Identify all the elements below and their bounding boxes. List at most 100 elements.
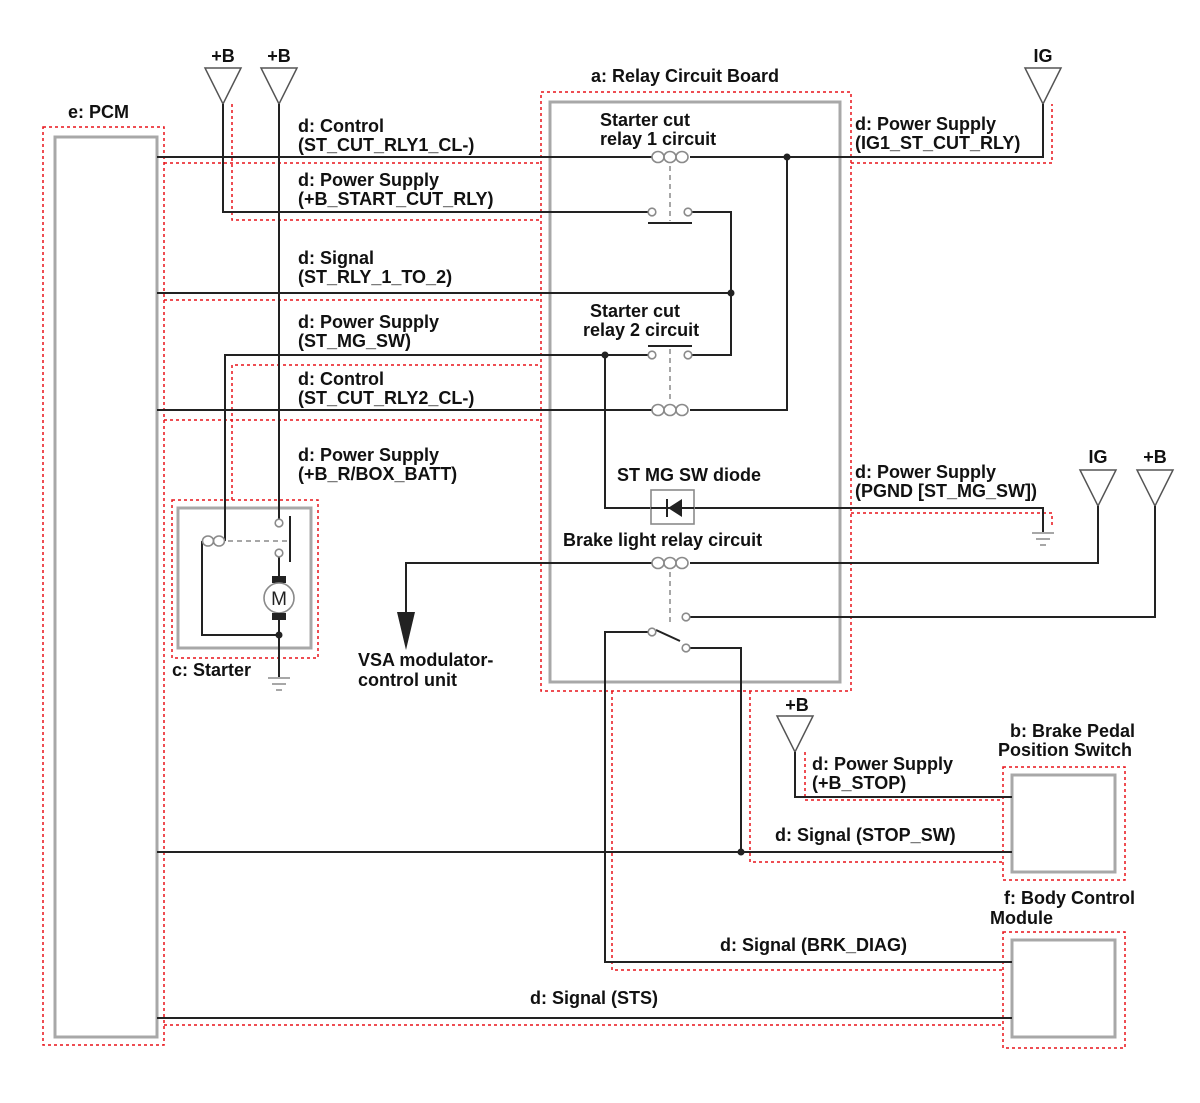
harness-brk-diag (611, 691, 1003, 971)
diode-label: ST MG SW diode (617, 465, 761, 485)
component-labels: a: Relay Circuit Board e: PCM c: Starter… (68, 66, 1135, 928)
wire-label-pgnd-st-mg-sw: (PGND [ST_MG_SW]) (855, 481, 1037, 501)
wire-label-st-rly-1-to-2: (ST_RLY_1_TO_2) (298, 267, 452, 287)
wire-label-b-stop: d: Power Supply (812, 754, 953, 774)
wire-diode-feed (604, 355, 651, 509)
brake-relay-coil-loop (675, 556, 689, 570)
harness-ig1-st-cut-rly (851, 104, 1053, 164)
wire-relay1-to-relay2 (692, 211, 732, 356)
brake-relay-terminal-lower (681, 643, 691, 653)
ig-2-icon (1078, 469, 1118, 508)
ground-symbols (268, 532, 1054, 691)
relay-board-box (548, 100, 842, 684)
harness-b-start-cut-rly (231, 104, 541, 221)
wire-label-b-start-cut-rly: (+B_START_CUT_RLY) (298, 189, 494, 209)
brake-pedal-switch-title: Position Switch (998, 740, 1132, 760)
motor-brush-bottom (272, 613, 286, 620)
pcm-box (53, 135, 159, 1039)
wire-label-st-cut-rly1-cl: (ST_CUT_RLY1_CL-) (298, 135, 474, 155)
wire-label-st-cut-rly2-cl: (ST_CUT_RLY2_CL-) (298, 388, 474, 408)
bcm-title: f: Body Control (1004, 888, 1135, 908)
ig-2-label: IG (1088, 447, 1107, 467)
vsa-unit-label: control unit (358, 670, 457, 690)
starter-terminal-upper (274, 518, 284, 528)
diode-symbol (650, 489, 695, 525)
brake-relay-blade (655, 629, 681, 642)
wire-label-st-cut-rly1-cl: d: Control (298, 116, 384, 136)
brake-relay-terminal-upper (681, 612, 691, 622)
junction-dot (727, 289, 735, 297)
power-source-symbols (203, 67, 1175, 754)
relay-board-labels: Starter cut relay 1 circuit Starter cut … (563, 110, 762, 550)
wire-pgnd-st-mg-sw (694, 507, 1044, 532)
wire-vsa-feed (405, 562, 652, 614)
harness-pgnd (851, 512, 1053, 528)
starter-harness-outline (171, 499, 319, 659)
junction-dot (783, 153, 791, 161)
wires (157, 104, 1156, 1019)
brake-light-relay-label: Brake light relay circuit (563, 530, 762, 550)
starter-title: c: Starter (172, 660, 251, 680)
relay2-terminal (647, 350, 657, 360)
wire-label-ig1-st-cut-rly: d: Power Supply (855, 114, 996, 134)
power-source-labels: +B +B IG IG +B +B (211, 46, 1167, 715)
relay1-terminal (683, 207, 693, 217)
relay2-label: relay 2 circuit (583, 320, 699, 340)
starter-ground-icon (268, 677, 290, 691)
b-plus-3-icon (1135, 469, 1175, 508)
wire-starter-coil-return (201, 541, 279, 636)
wire-brake-relay-to-stop-sw (690, 647, 742, 852)
bcm-title: Module (990, 908, 1053, 928)
wire-ig1-to-relay2-coil (690, 157, 788, 411)
wire-label-b-r-box-batt: d: Power Supply (298, 445, 439, 465)
junction-dot (737, 848, 745, 856)
wire-label-st-cut-rly2-cl: d: Control (298, 369, 384, 389)
junctions (275, 153, 791, 856)
wire-label-brk-diag: d: Signal (BRK_DIAG) (720, 935, 907, 955)
relay1-label: Starter cut (600, 110, 690, 130)
wire-st-mg-sw (224, 354, 648, 541)
wire-brake-relay-ig (690, 506, 1099, 564)
harness-outlines (42, 91, 1126, 1049)
brake-relay-terminal-common (647, 627, 657, 637)
wire-b-stop (794, 752, 1012, 798)
wire-label-st-rly-1-to-2: d: Signal (298, 248, 374, 268)
wire-brake-relay-b-plus (690, 506, 1156, 618)
relay1-terminal (647, 207, 657, 217)
b-plus-2-label: +B (267, 46, 291, 66)
wire-label-b-stop: (+B_STOP) (812, 773, 906, 793)
ig-1-label: IG (1033, 46, 1052, 66)
b-plus-2-icon (259, 67, 299, 106)
wire-brk-diag (604, 631, 1012, 963)
starter-terminal-lower (274, 548, 284, 558)
relay2-label: Starter cut (590, 301, 680, 321)
pgnd-ground-icon (1032, 532, 1054, 546)
wire-b-start-cut-rly (222, 104, 648, 213)
b-plus-4-label: +B (785, 695, 809, 715)
relay1-symbol (647, 150, 693, 224)
wire-label-sts: d: Signal (STS) (530, 988, 658, 1008)
harness-st-mg-sw (231, 364, 541, 500)
brake-pedal-switch-harness-outline (1002, 766, 1126, 881)
junction-dot (275, 631, 283, 639)
component-boxes (53, 100, 1117, 1039)
relay-board-title: a: Relay Circuit Board (591, 66, 779, 86)
motor-brush-top (272, 576, 286, 583)
motor-symbol-label: M (271, 589, 287, 610)
wire-label-st-mg-sw: (ST_MG_SW) (298, 331, 411, 351)
brake-pedal-switch-box (1010, 773, 1117, 874)
relay2-coil-loop (675, 403, 689, 417)
relay1-label: relay 1 circuit (600, 129, 716, 149)
b-plus-1-label: +B (211, 46, 235, 66)
relay2-terminal (683, 350, 693, 360)
relay1-coil-loop (675, 150, 689, 164)
harness-b-stop (804, 752, 1003, 801)
ig-1-icon (1023, 67, 1063, 106)
starter-symbol: M (201, 518, 295, 620)
wire-label-ig1-st-cut-rly: (IG1_ST_CUT_RLY) (855, 133, 1020, 153)
wire-label-stop-sw: d: Signal (STOP_SW) (775, 825, 956, 845)
harness-stop-sw (749, 691, 1003, 863)
starter-coil-loop (212, 535, 226, 547)
